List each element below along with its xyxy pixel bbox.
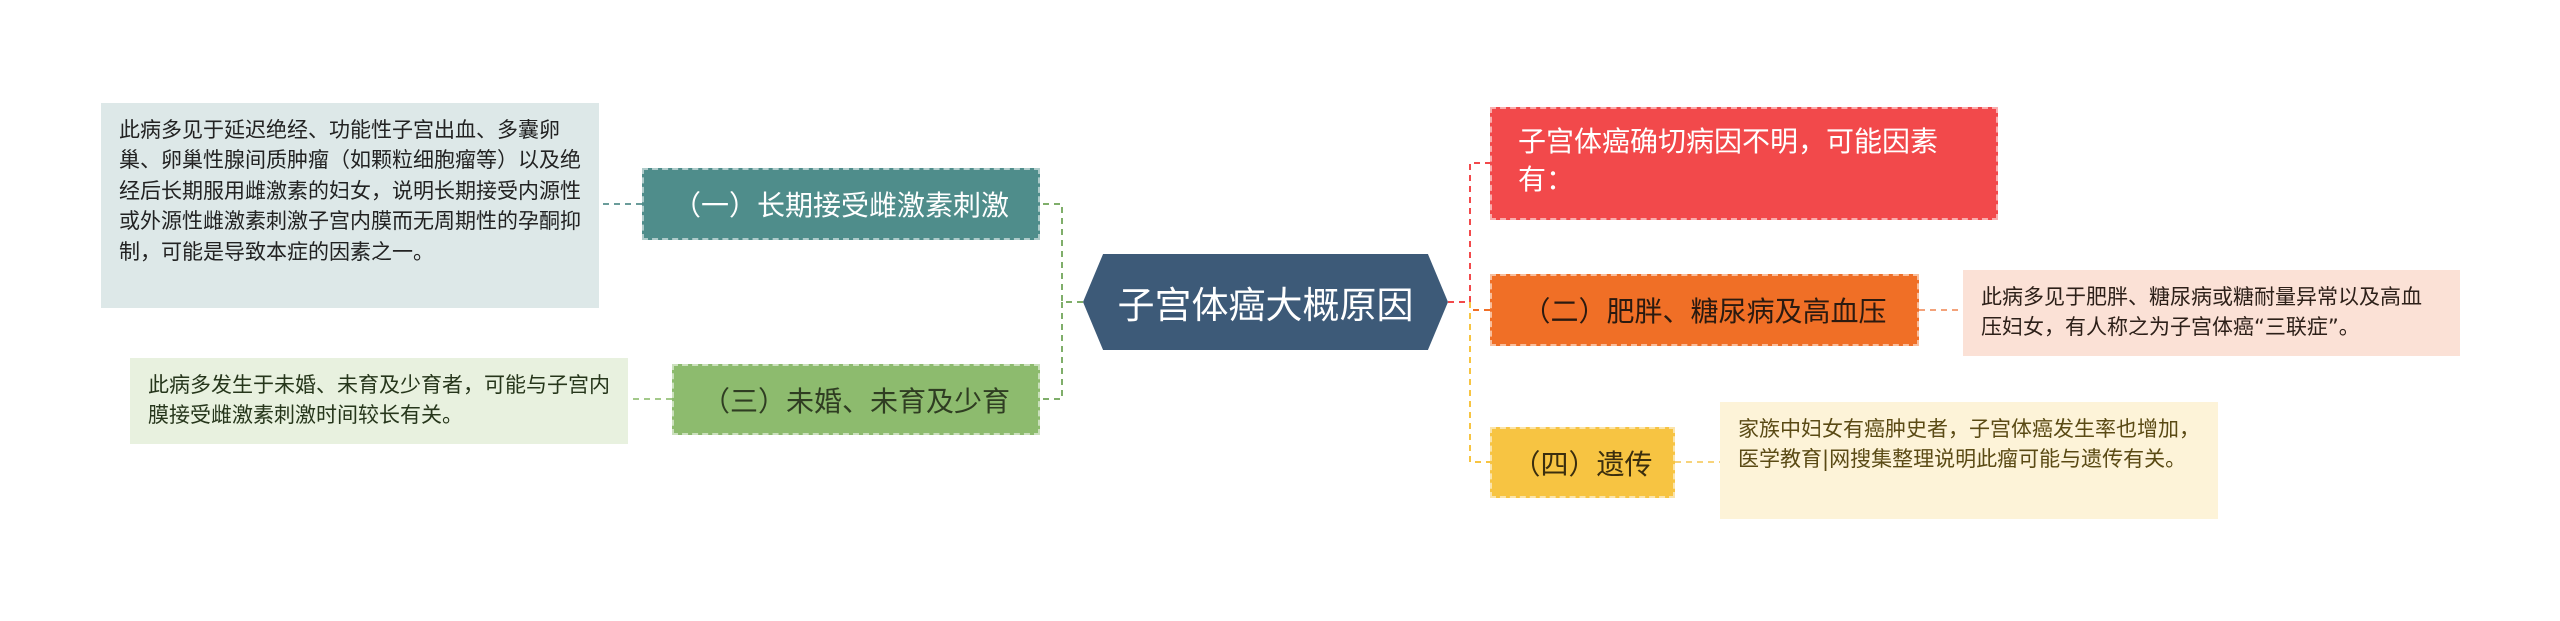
branch-label: 子宫体癌确切病因不明，可能因素有： — [1518, 125, 1939, 196]
detail-text: 此病多见于肥胖、糖尿病或糖耐量异常以及高血压妇女，有人称之为子宫体癌“三联症”。 — [1981, 285, 2422, 340]
branch-unmarried-childless[interactable]: （三）未婚、未育及少育 — [672, 364, 1040, 435]
detail-text: 家族中妇女有癌肿史者，子宫体癌发生率也增加，医学教育|网搜集整理说明此瘤可能与遗… — [1738, 417, 2200, 472]
detail-text: 此病多发生于未婚、未育及少育者，可能与子宫内膜接受雌激素刺激时间较长有关。 — [148, 373, 610, 428]
detail-unmarried-childless[interactable]: 此病多发生于未婚、未育及少育者，可能与子宫内膜接受雌激素刺激时间较长有关。 — [130, 358, 628, 444]
connector-center-orange — [1469, 302, 1490, 311]
detail-obesity-diabetes-hypertension[interactable]: 此病多见于肥胖、糖尿病或糖耐量异常以及高血压妇女，有人称之为子宫体癌“三联症”。 — [1963, 270, 2460, 356]
central-topic-label: 子宫体癌大概原因 — [1117, 284, 1414, 327]
branch-label: （四）遗传 — [1512, 447, 1653, 481]
connector-center-red — [1448, 162, 1490, 303]
detail-text: 此病多见于延迟绝经、功能性子宫出血、多囊卵巢、卵巢性腺间质肿瘤（如颗粒细胞瘤等）… — [119, 118, 581, 264]
branch-heredity[interactable]: （四）遗传 — [1490, 427, 1675, 498]
branch-cause-unknown[interactable]: 子宫体癌确切病因不明，可能因素有： — [1490, 107, 1998, 220]
detail-long-term-estrogen[interactable]: 此病多见于延迟绝经、功能性子宫出血、多囊卵巢、卵巢性腺间质肿瘤（如颗粒细胞瘤等）… — [101, 103, 599, 308]
branch-obesity-diabetes-hypertension[interactable]: （二）肥胖、糖尿病及高血压 — [1490, 274, 1919, 346]
branch-long-term-estrogen[interactable]: （一）长期接受雌激素刺激 — [642, 168, 1040, 240]
branch-label: （一）长期接受雌激素刺激 — [672, 189, 1009, 222]
branch-label: （三）未婚、未育及少育 — [701, 384, 1010, 418]
detail-heredity[interactable]: 家族中妇女有癌肿史者，子宫体癌发生率也增加，医学教育|网搜集整理说明此瘤可能与遗… — [1720, 402, 2218, 519]
central-topic[interactable]: 子宫体癌大概原因 — [1083, 254, 1448, 350]
connector-center-yellow — [1469, 302, 1490, 463]
branch-label: （二）肥胖、糖尿病及高血压 — [1522, 295, 1887, 328]
connector-center-left — [1040, 203, 1083, 400]
